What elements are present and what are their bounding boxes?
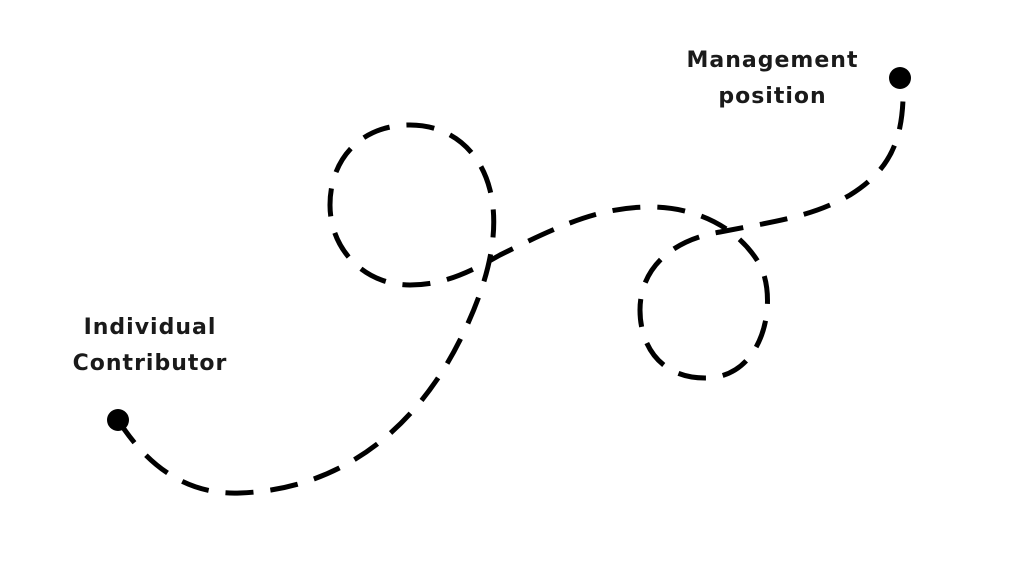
start-label: Individual Contributor xyxy=(50,310,250,382)
end-label-line2: position xyxy=(718,84,827,109)
start-point-dot xyxy=(107,409,129,431)
end-label-line1: Management xyxy=(686,48,859,73)
start-label-line1: Individual xyxy=(83,315,217,340)
dashed-career-path xyxy=(115,79,906,496)
start-label-line2: Contributor xyxy=(72,351,228,376)
end-point-dot xyxy=(889,67,911,89)
end-label: Management position xyxy=(665,43,880,115)
